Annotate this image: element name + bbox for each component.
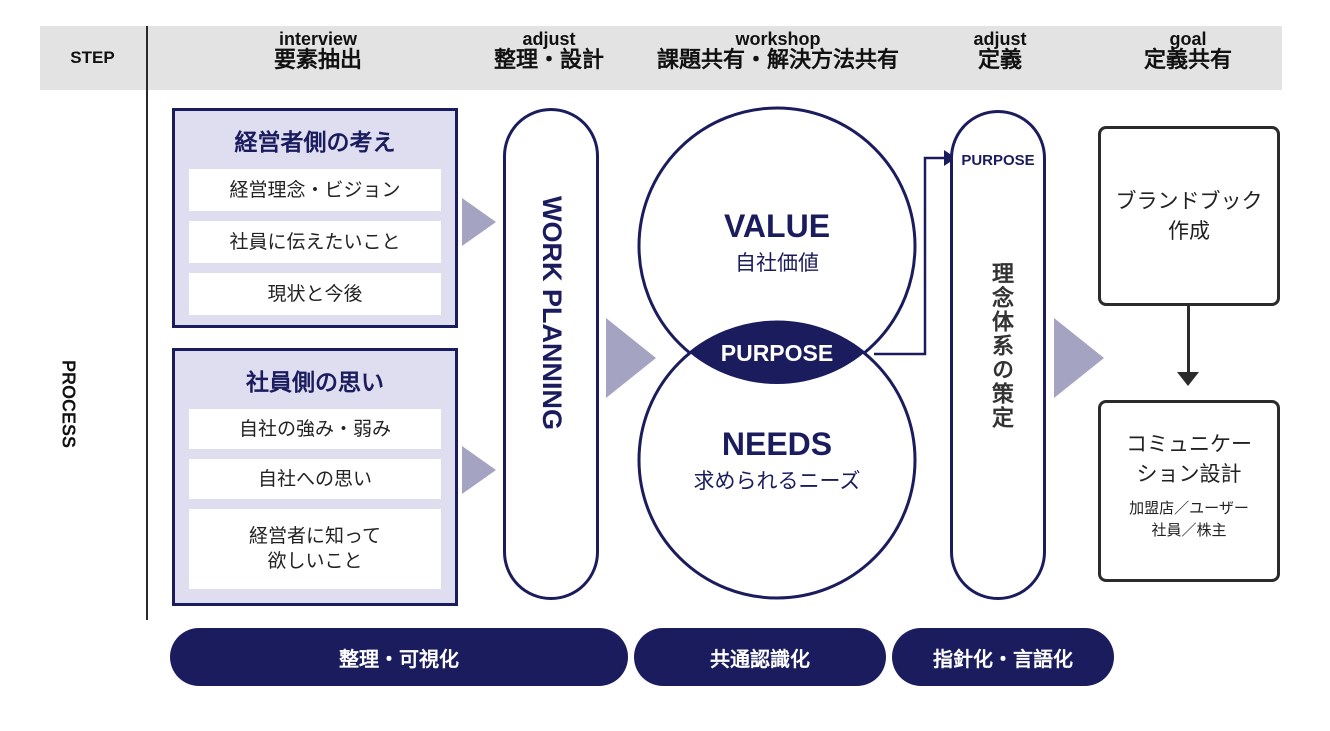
connector-line [874,156,944,356]
bottom-pill-common-recognition: 共通認識化 [634,628,886,686]
arrow-right-icon [462,198,496,246]
purpose-pill [950,110,1046,600]
purpose-lens-label: PURPOSE [720,340,834,366]
employee-thoughts-box: 社員側の思い 自社の強み・弱み 自社への思い 経営者に知って 欲しいこと [172,348,458,606]
down-connector [1187,306,1190,372]
step-jp: 要素抽出 [273,47,362,73]
philosophy-system-label: 理念体系の策定 [988,262,1013,430]
needs-text: NEEDS 求められるニーズ [660,426,894,495]
employee-item: 自社の強み・弱み [189,409,441,449]
step-jp: 整理・設計 [493,47,604,73]
value-text: VALUE 自社価値 [680,208,874,277]
divider-line [146,26,148,620]
step-en: adjust [522,29,576,49]
bottom-pill-organize: 整理・可視化 [170,628,628,686]
step-en: adjust [973,29,1027,49]
step-goal: goal 定義共有 [1128,30,1248,72]
step-jp: 課題共有・解決方法共有 [656,47,899,73]
management-title: 経営者側の考え [234,130,396,156]
arrow-right-icon [1054,318,1104,398]
step-header-band [40,26,1282,90]
bottom-pill-guideline: 指針化・言語化 [892,628,1114,686]
communication-targets: 加盟店／ユーザー 社員／株主 [1129,498,1249,539]
arrow-right-icon [606,318,656,398]
step-adjust-2: adjust 定義 [950,30,1050,72]
step-adjust-1: adjust 整理・設計 [484,30,614,72]
management-item: 社員に伝えたいこと [189,221,441,263]
employee-item: 自社への思い [189,459,441,499]
step-en: interview [278,29,358,49]
communication-box: コミュニケー ション設計 加盟店／ユーザー 社員／株主 [1098,400,1280,582]
brandbook-label: ブランドブック 作成 [1115,188,1263,243]
step-jp: 定義 [977,47,1022,73]
management-thoughts-box: 経営者側の考え 経営理念・ビジョン 社員に伝えたいこと 現状と今後 [172,108,458,328]
purpose-pill-label: PURPOSE [961,152,1035,169]
step-label: STEP [70,48,115,67]
step-jp: 定義共有 [1143,47,1232,73]
arrow-right-icon [462,446,496,494]
step-en: workshop [735,29,821,49]
communication-label: コミュニケー ション設計 [1126,432,1252,487]
step-interview: interview 要素抽出 [248,30,388,72]
work-planning-pill [503,108,599,600]
employee-title: 社員側の思い [246,370,384,396]
value-title: VALUE [723,208,831,244]
value-sub: 自社価値 [735,251,819,275]
employee-item: 経営者に知って 欲しいこと [189,509,441,589]
needs-sub: 求められるニーズ [693,469,861,493]
management-item: 現状と今後 [189,273,441,315]
brandbook-box: ブランドブック 作成 [1098,126,1280,306]
arrow-down-icon [1177,372,1199,386]
management-item: 経営理念・ビジョン [189,169,441,211]
step-en: goal [1169,29,1207,49]
step-workshop: workshop 課題共有・解決方法共有 [628,30,928,72]
needs-title: NEEDS [721,426,833,462]
